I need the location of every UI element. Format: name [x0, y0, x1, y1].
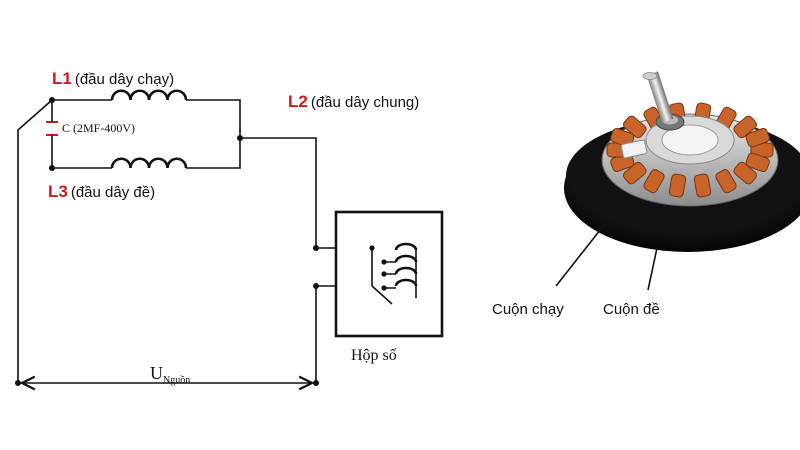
gearbox-label: Hộp số [351, 347, 397, 364]
copper-winding-block [610, 127, 635, 148]
copper-winding-block [733, 161, 757, 185]
copper-winding-block [693, 173, 712, 198]
junction-l3 [49, 165, 55, 171]
copper-winding-block [623, 161, 647, 185]
gearbox [334, 210, 444, 338]
gear-contact-1 [369, 245, 375, 251]
junction-gear-top [313, 245, 319, 251]
start-coil-pointer [647, 247, 658, 291]
copper-winding-block [623, 115, 647, 139]
l3-label: L3(đầu dây đề) [48, 182, 155, 201]
l2-label: L2(đầu dây chung) [288, 92, 419, 111]
run-coil-label: Cuộn chạy [492, 301, 564, 318]
junction-join [237, 135, 243, 141]
left-main-wire [17, 99, 53, 383]
copper-winding-block [668, 173, 687, 198]
run-branch-wire [52, 99, 241, 138]
capacitor-symbol [46, 118, 58, 140]
gearbox-taps [384, 261, 396, 289]
copper-winding-block [733, 115, 757, 139]
junction-gear-bottom [313, 283, 319, 289]
l1-label: L1(đầu dây chạy) [52, 69, 174, 88]
motor-stator-illustration [564, 71, 800, 252]
terminal-right [313, 380, 319, 386]
start-coil-label: Cuộn đề [603, 301, 660, 318]
copper-winding-block [745, 127, 770, 148]
run-coil-pointer [555, 219, 609, 287]
voltage-label: UNguồn [150, 363, 190, 386]
capacitor-label: C (2MF-400V) [62, 121, 135, 135]
gearbox-coil [394, 242, 418, 287]
terminal-left [15, 380, 21, 386]
copper-winding-block [745, 152, 770, 173]
junction-l1 [49, 97, 55, 103]
start-coil-symbol [110, 157, 188, 169]
copper-winding-block [715, 169, 737, 194]
circuit [15, 89, 372, 386]
run-coil-symbol [110, 89, 188, 101]
copper-winding-block [643, 169, 665, 194]
